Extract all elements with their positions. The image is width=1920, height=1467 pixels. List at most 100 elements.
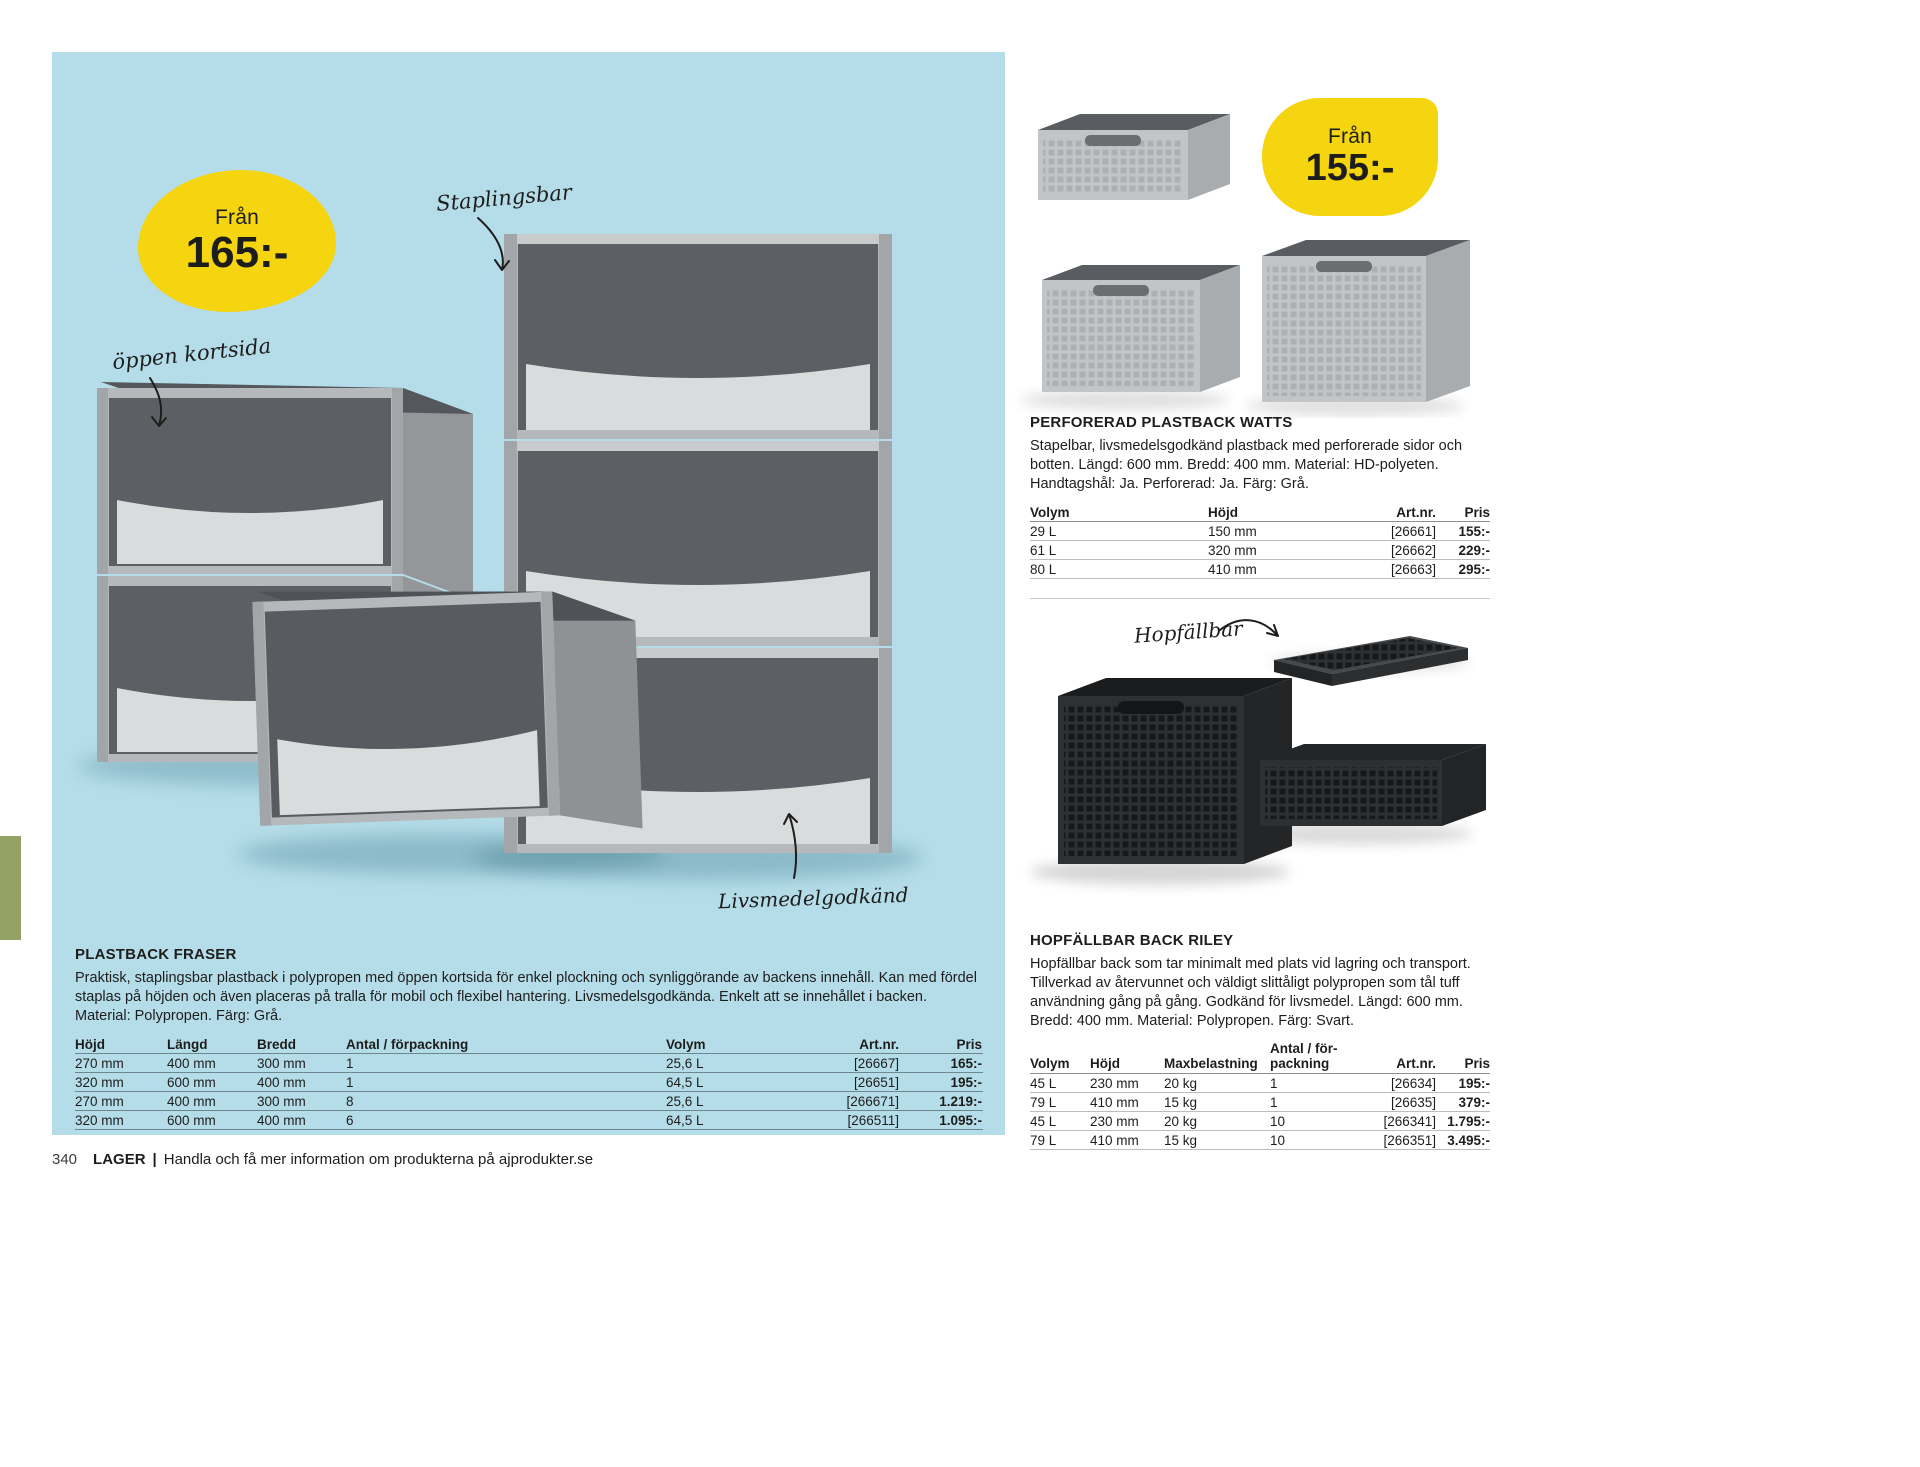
table-cell: 300 mm bbox=[257, 1055, 306, 1071]
table-cell: 79 L bbox=[1030, 1132, 1057, 1148]
fraser-table: Höjd Längd Bredd Antal / förpackning Vol… bbox=[75, 1035, 983, 1130]
bin-single-front bbox=[252, 591, 643, 829]
table-cell: 45 L bbox=[1030, 1075, 1057, 1091]
table-cell: 80 L bbox=[1030, 561, 1057, 577]
table-header-cell: Antal / förpackning bbox=[346, 1036, 469, 1052]
table-header-cell: Art.nr. bbox=[1396, 504, 1436, 520]
table-cell: 6 bbox=[346, 1112, 354, 1128]
table-cell: [26663] bbox=[1390, 561, 1436, 577]
livsmedelgodkand-arrow-icon bbox=[783, 813, 798, 879]
table-row: 79 L 410 mm 15 kg 1 [26635] 379:- bbox=[1030, 1093, 1490, 1112]
watts-table: Volym Höjd Art.nr. Pris 29 L 150 mm [266… bbox=[1030, 503, 1490, 579]
table-cell: 600 mm bbox=[167, 1112, 216, 1128]
table-row: 45 L 230 mm 20 kg 1 [26634] 195:- bbox=[1030, 1074, 1490, 1093]
riley-open-crate bbox=[1058, 678, 1292, 864]
table-cell: [26662] bbox=[1390, 542, 1436, 558]
table-cell: 379:- bbox=[1458, 1094, 1490, 1110]
table-cell: [26651] bbox=[853, 1074, 899, 1090]
table-cell: 15 kg bbox=[1164, 1094, 1198, 1110]
section-divider bbox=[1030, 598, 1490, 599]
table-cell: 29 L bbox=[1030, 523, 1057, 539]
table-cell: [26667] bbox=[853, 1055, 899, 1071]
table-cell: 410 mm bbox=[1090, 1132, 1139, 1148]
riley-table: Volym Höjd Maxbelastning Antal / för- pa… bbox=[1030, 1040, 1490, 1150]
footer-section-label: LAGER bbox=[93, 1151, 146, 1168]
table-cell: 195:- bbox=[1458, 1075, 1490, 1091]
fraser-feature-panel bbox=[52, 52, 1005, 1135]
table-cell: 3.495:- bbox=[1447, 1132, 1490, 1148]
table-header-cell: Pris bbox=[1464, 1056, 1490, 1071]
table-cell: 300 mm bbox=[257, 1093, 306, 1109]
table-cell: 410 mm bbox=[1208, 561, 1257, 577]
hopfallbar-arrow-icon bbox=[1219, 619, 1279, 637]
footer-separator: | bbox=[152, 1151, 157, 1168]
table-cell: [26634] bbox=[1390, 1075, 1436, 1091]
table-cell: 155:- bbox=[1458, 523, 1490, 539]
table-cell: [26661] bbox=[1390, 523, 1436, 539]
table-row: 45 L 230 mm 20 kg 10 [266341] 1.795:- bbox=[1030, 1112, 1490, 1131]
fraser-product-photo bbox=[77, 234, 923, 880]
table-header-cell: Volym bbox=[666, 1036, 706, 1052]
table-header-row: Volym Höjd Art.nr. Pris bbox=[1030, 503, 1490, 522]
table-cell: 1 bbox=[1270, 1094, 1278, 1110]
table-cell: 320 mm bbox=[75, 1112, 124, 1128]
table-header-cell: Maxbelastning bbox=[1164, 1056, 1258, 1071]
table-cell: 25,6 L bbox=[666, 1093, 704, 1109]
product-title: HOPFÄLLBAR BACK RILEY bbox=[1030, 932, 1234, 949]
table-cell: 79 L bbox=[1030, 1094, 1057, 1110]
table-cell: 1.219:- bbox=[939, 1093, 982, 1109]
table-cell: 20 kg bbox=[1164, 1113, 1198, 1129]
table-header-cell: Bredd bbox=[257, 1036, 297, 1052]
table-cell: [266341] bbox=[1383, 1113, 1436, 1129]
table-cell: 270 mm bbox=[75, 1055, 124, 1071]
oppen-kortsida-arrow-icon bbox=[149, 377, 167, 427]
table-cell: [266351] bbox=[1383, 1132, 1436, 1148]
riley-product-photo bbox=[1030, 636, 1486, 885]
table-cell: 64,5 L bbox=[666, 1112, 704, 1128]
product-description: Praktisk, staplingsbar plastback i polyp… bbox=[75, 970, 977, 1024]
table-cell: 150 mm bbox=[1208, 523, 1257, 539]
table-row: 270 mm 400 mm 300 mm 1 25,6 L [26667] 16… bbox=[75, 1054, 983, 1073]
table-row: 80 L 410 mm [26663] 295:- bbox=[1030, 560, 1490, 579]
table-cell: 15 kg bbox=[1164, 1132, 1198, 1148]
table-header-cell: Höjd bbox=[1090, 1056, 1120, 1071]
table-row: 61 L 320 mm [26662] 229:- bbox=[1030, 541, 1490, 560]
table-cell: 1 bbox=[346, 1074, 354, 1090]
table-header-cell: Volym bbox=[1030, 1056, 1070, 1071]
table-cell: 10 bbox=[1270, 1113, 1286, 1129]
badge-prefix: Från bbox=[1328, 125, 1372, 149]
table-cell: 25,6 L bbox=[666, 1055, 704, 1071]
table-header-cell: Pris bbox=[956, 1036, 982, 1052]
riley-folded-flat bbox=[1274, 636, 1468, 686]
table-row: 29 L 150 mm [26661] 155:- bbox=[1030, 522, 1490, 541]
table-cell: 230 mm bbox=[1090, 1075, 1139, 1091]
table-header-cell: Art.nr. bbox=[1396, 1056, 1436, 1071]
riley-folded-crate bbox=[1260, 744, 1486, 826]
table-cell: 165:- bbox=[950, 1055, 982, 1071]
table-row: 79 L 410 mm 15 kg 10 [266351] 3.495:- bbox=[1030, 1131, 1490, 1150]
table-cell: 400 mm bbox=[257, 1074, 306, 1090]
table-header-cell: Volym bbox=[1030, 504, 1070, 520]
riley-product-info: HOPFÄLLBAR BACK RILEY Hopfällbar back so… bbox=[1030, 932, 1490, 1150]
page-tab-marker bbox=[0, 836, 21, 940]
table-header-row: Volym Höjd Maxbelastning Antal / för- pa… bbox=[1030, 1040, 1490, 1074]
table-cell: 8 bbox=[346, 1093, 354, 1109]
product-title: PERFORERAD PLASTBACK WATTS bbox=[1030, 414, 1293, 431]
table-header-cell: Längd bbox=[167, 1036, 208, 1052]
watts-price-badge: Från 155:- bbox=[1262, 98, 1438, 216]
product-description: Hopfällbar back som tar minimalt med pla… bbox=[1030, 956, 1471, 1029]
table-cell: 64,5 L bbox=[666, 1074, 704, 1090]
table-cell: 1.095:- bbox=[939, 1112, 982, 1128]
table-cell: 295:- bbox=[1458, 561, 1490, 577]
table-header-cell: Höjd bbox=[1208, 504, 1238, 520]
table-cell: 10 bbox=[1270, 1132, 1286, 1148]
table-cell: 1 bbox=[346, 1055, 354, 1071]
table-cell: 1 bbox=[1270, 1075, 1278, 1091]
table-header-cell: Höjd bbox=[75, 1036, 105, 1052]
table-cell: 45 L bbox=[1030, 1113, 1057, 1129]
table-row: 320 mm 600 mm 400 mm 6 64,5 L [266511] 1… bbox=[75, 1111, 983, 1130]
badge-prefix: Från bbox=[215, 205, 259, 229]
fraser-product-info: PLASTBACK FRASER Praktisk, staplingsbar … bbox=[75, 946, 983, 1130]
badge-price: 165:- bbox=[185, 227, 289, 277]
table-cell: 320 mm bbox=[75, 1074, 124, 1090]
